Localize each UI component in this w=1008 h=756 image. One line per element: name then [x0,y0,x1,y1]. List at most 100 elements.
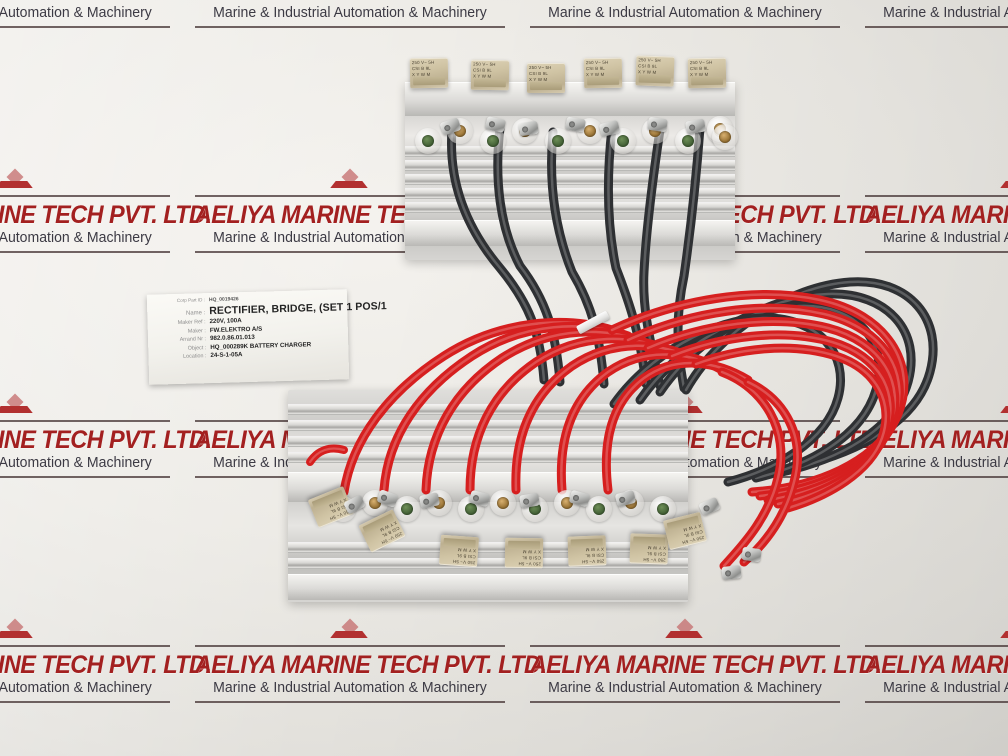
watermark-tile: AELIYA MARINE TECH PVT. LTD.Marine & Ind… [855,631,1008,704]
watermark-subtitle: Marine & Industrial Automation & Machine… [0,455,152,471]
watermark-rule-bottom [195,251,505,254]
capacitor-band [638,74,671,84]
capacitor-band [508,540,541,550]
watermark-title: AELIYA MARINE TECH PVT. LTD. [194,651,547,679]
mount-rail [405,220,735,246]
wire-highlight [742,380,799,564]
black-wire [493,123,565,387]
diode-stud-terminal [586,496,612,522]
watermark-tile: AELIYA MARINE TECH PVT. LTD.Marine & Ind… [0,618,212,704]
watermark-tile: AELIYA MARINE TECH PVT. LTD.Marine & Ind… [855,0,1008,29]
watermark-tile: AELIYA MARINE TECH PVT. LTD.Marine & Ind… [855,181,1008,254]
label-field-key: Name : [185,309,206,317]
watermark-rule-top [0,645,170,647]
capacitor-marking: CSI B 9L [521,555,541,561]
capacitor-marking: CSI B 9L [689,65,709,72]
red-wire [556,350,727,495]
heatsink-fin [405,174,735,185]
watermark-subtitle: Marine & Industrial Automation & Machine… [883,5,1008,21]
capacitor-marking: CSI B 9L [473,67,493,73]
capacitor-band [413,76,446,86]
label-field-value: 220V, 100A [209,317,242,326]
watermark-subtitle: Marine & Industrial Automation & Machine… [213,680,487,696]
wire-highlight [496,126,562,384]
watermark-rule-top [865,420,1008,422]
capacitor-marking: 250 V~ 5H [411,59,435,66]
capacitor-marking: 250 V~ 5H [643,557,666,563]
watermark-subtitle: Marine & Industrial Automation & Machine… [883,680,1008,696]
label-field-key: Corp Part ID : [176,297,206,303]
watermark-rule-bottom [530,26,840,29]
watermark-tile: AELIYA MARINE TECH PVT. LTD.Marine & Ind… [855,406,1008,479]
watermark-rule-bottom [865,26,1008,29]
heatsink-fin [405,146,735,157]
watermark-subtitle: Marine & Industrial Automation & Machine… [548,5,822,21]
watermark-subtitle: Marine & Industrial Automation & Machine… [548,680,822,696]
red-wire-tail [717,367,786,571]
label-field-key: Maker Ref : [177,319,206,326]
label-field-value: 24-S-1-05A [210,351,243,360]
wire-highlight [560,353,724,492]
capacitor-marking: 250 V~ 5H [581,558,605,565]
diode-stud-terminal [490,490,516,516]
watermark-rule-bottom [0,251,170,254]
watermark-rule-top [530,645,840,647]
watermark-subtitle: Marine & Industrial Automation & Machine… [0,5,152,21]
watermark-tile: AELIYA MARINE TECH PVT. LTD.Marine & Ind… [0,0,212,29]
watermark-tile: AELIYA MARINE TECH PVT. LTD.Marine & Ind… [0,168,212,254]
label-field-value: FW.ELEKTRO A/S [209,325,263,334]
terminal-rail [405,82,735,116]
watermark-rule-bottom [0,26,170,29]
watermark-title: AELIYA MARINE TECH PVT. LTD. [864,201,1008,229]
watermark-title: AELIYA MARINE TECH PVT. LTD. [530,0,882,4]
watermark-rule-top [195,195,505,197]
watermark-subtitle: Marine & Industrial Automation & Machine… [0,230,152,246]
label-field-value: 982.0.86.01.013 [209,333,255,343]
red-wire-stub [306,444,348,466]
red-wire-loop [691,343,891,513]
watermark-title: AELIYA MARINE TECH PVT. LTD. [0,0,212,4]
watermark-title: AELIYA MARINE TECH PVT. LTD. [529,651,882,679]
ring-terminal-lug [518,120,539,137]
capacitor-marking: 250 V~ 5H [473,61,496,67]
capacitor-band [530,82,562,90]
capacitor-marking: 250 V~ 5H [585,59,609,66]
capacitor-band [587,76,620,86]
watermark-subtitle: Marine & Industrial Automation & Machine… [883,230,1008,246]
capacitor-marking: 250 V~ 5H [689,59,713,66]
wire-highlight [308,447,346,464]
watermark-rule-bottom [0,476,170,479]
heatsink-fin [405,188,735,199]
red-wire [421,327,653,495]
heatsink-fin [405,202,735,213]
watermark-rule-top [0,195,170,197]
capacitor-marking: X Y W M [529,77,548,82]
heatsink-fin [288,542,688,553]
label-field-key: Object : [187,344,207,352]
watermark-rule-bottom [865,701,1008,704]
ring-terminal-lug [647,116,668,133]
wire-highlight [720,370,783,568]
heatsink-fin [288,436,688,447]
capacitor-marking: X Y W M [522,549,542,555]
watermark-rule-bottom [195,701,505,704]
watermark-rule-bottom [530,701,840,704]
wire-highlight [424,330,650,492]
watermark-title: AELIYA MARINE TECH PVT. LTD. [195,0,547,4]
mounting-hole [712,124,738,150]
capacitor-marking: CSI B 9L [585,65,605,72]
watermark-tile: AELIYA MARINE TECH PVT. LTD.Marine & Ind… [520,0,882,29]
watermark-rule-bottom [195,26,505,29]
watermark-tile: AELIYA MARINE TECH PVT. LTD.Marine & Ind… [185,0,547,29]
